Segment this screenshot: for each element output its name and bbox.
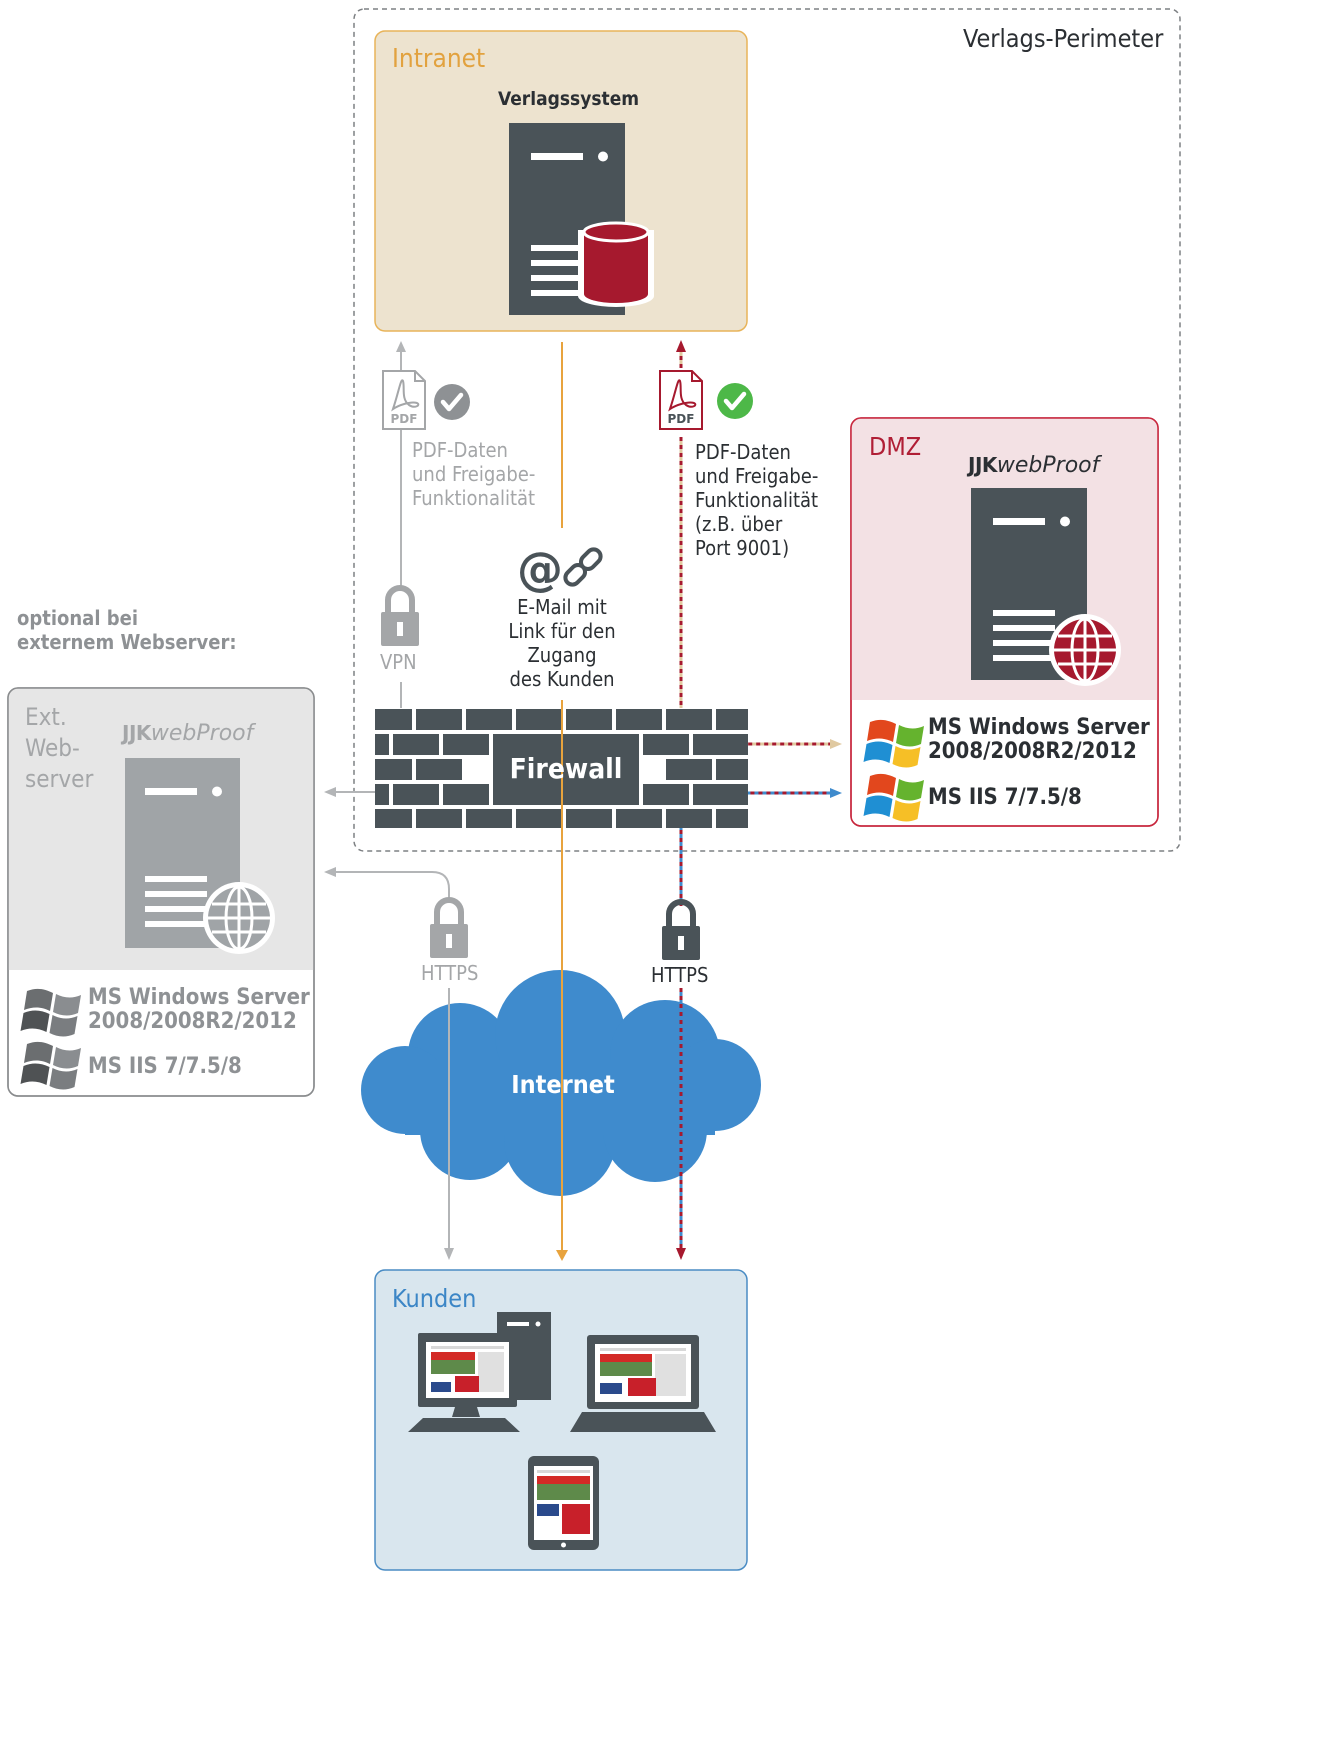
vpn-arrowhead-up [396,341,406,352]
optional-note: optional bei externem Webserver: [17,606,237,654]
svg-text:@: @ [517,542,563,596]
publishing-system-label: Verlagssystem [498,88,640,110]
firewall-label: Firewall [509,752,623,785]
check-gray-icon [434,384,470,420]
internet-label: Internet [511,1070,615,1099]
https-gray-lock-icon [430,900,468,958]
perimeter-label: Verlags-Perimeter [963,24,1164,53]
pdf-gray-icon: PDF [382,370,426,430]
pdf-dmz-arrowhead-up [676,340,686,352]
svg-text:PDF: PDF [668,412,695,426]
external-webserver-label: Ext. Web- server [25,703,94,793]
dmz-label: DMZ [869,432,922,461]
dmz-iis-label: MS IIS 7/7.5/8 [928,785,1082,810]
dmz-webproof-brand: JJKwebProof [968,450,1099,478]
email-at-icon: @ [517,542,563,596]
vpn-label: VPN [380,650,417,674]
https-gray-label: HTTPS [421,961,479,985]
internet-cloud [361,970,761,1196]
ext-brand-italic: webProof [150,721,254,746]
external-webproof-brand: JJKwebProof [122,718,253,746]
dmz-brand-italic: webProof [996,453,1100,478]
email-arrowhead [556,1250,568,1261]
https-gray-line [334,871,450,1248]
email-label: E-Mail mit Link für den Zugang des Kunde… [508,595,616,691]
pdf-dmz-arrowhead-right [830,739,842,749]
tablet-icon [528,1456,599,1550]
perimeter-boundary [353,8,1181,852]
https-dark-lock-icon [662,902,700,960]
https-dark-label: HTTPS [651,963,709,987]
https-gray-arrowhead-left [324,867,336,877]
ext-os-label: MS Windows Server 2008/2008R2/2012 [88,985,310,1034]
database-icon [578,221,654,307]
external-server-icon [125,758,240,948]
chain-link-icon [563,547,603,587]
svg-text:PDF: PDF [391,412,418,426]
dmz-os-label: MS Windows Server 2008/2008R2/2012 [928,715,1150,764]
https-gray-arrowhead-down [444,1248,454,1260]
vpn-lock-icon [381,588,419,646]
pdf-gray-label: PDF-Daten und Freigabe- Funktionalität [412,438,536,510]
external-globe-icon [201,880,277,956]
dmz-globe-icon [1047,612,1123,688]
pdf-red-icon: PDF [659,370,703,430]
ext-iis-label: MS IIS 7/7.5/8 [88,1054,242,1079]
https-dmz-arrowhead-down [676,1248,686,1260]
dmz-brand-bold: JJK [968,453,997,477]
customers-label: Kunden [392,1284,477,1313]
intranet-label: Intranet [392,44,486,74]
check-green-icon [717,383,753,419]
laptop-icon [570,1335,716,1432]
desktop-computer-icon [408,1312,551,1432]
pdf-dmz-label: PDF-Daten und Freigabe- Funktionalität (… [695,440,819,560]
https-dmz-arrowhead-right [830,788,842,798]
vpn-arrowhead-left [324,787,336,797]
ext-brand-bold: JJK [122,721,151,745]
